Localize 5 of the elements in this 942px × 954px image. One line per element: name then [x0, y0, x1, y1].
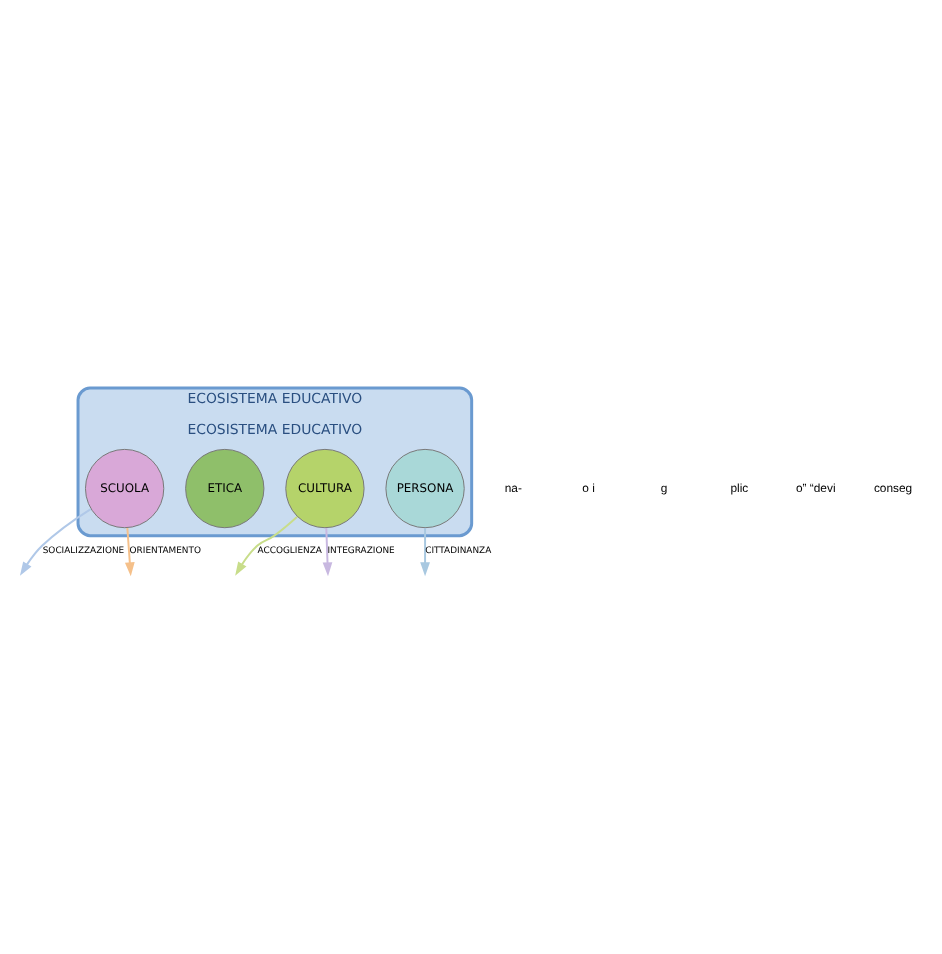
- arrow: [19, 508, 92, 576]
- arrow: [322, 527, 333, 577]
- arrow: [420, 527, 430, 577]
- arrow: [235, 515, 299, 576]
- arrow: [124, 527, 135, 577]
